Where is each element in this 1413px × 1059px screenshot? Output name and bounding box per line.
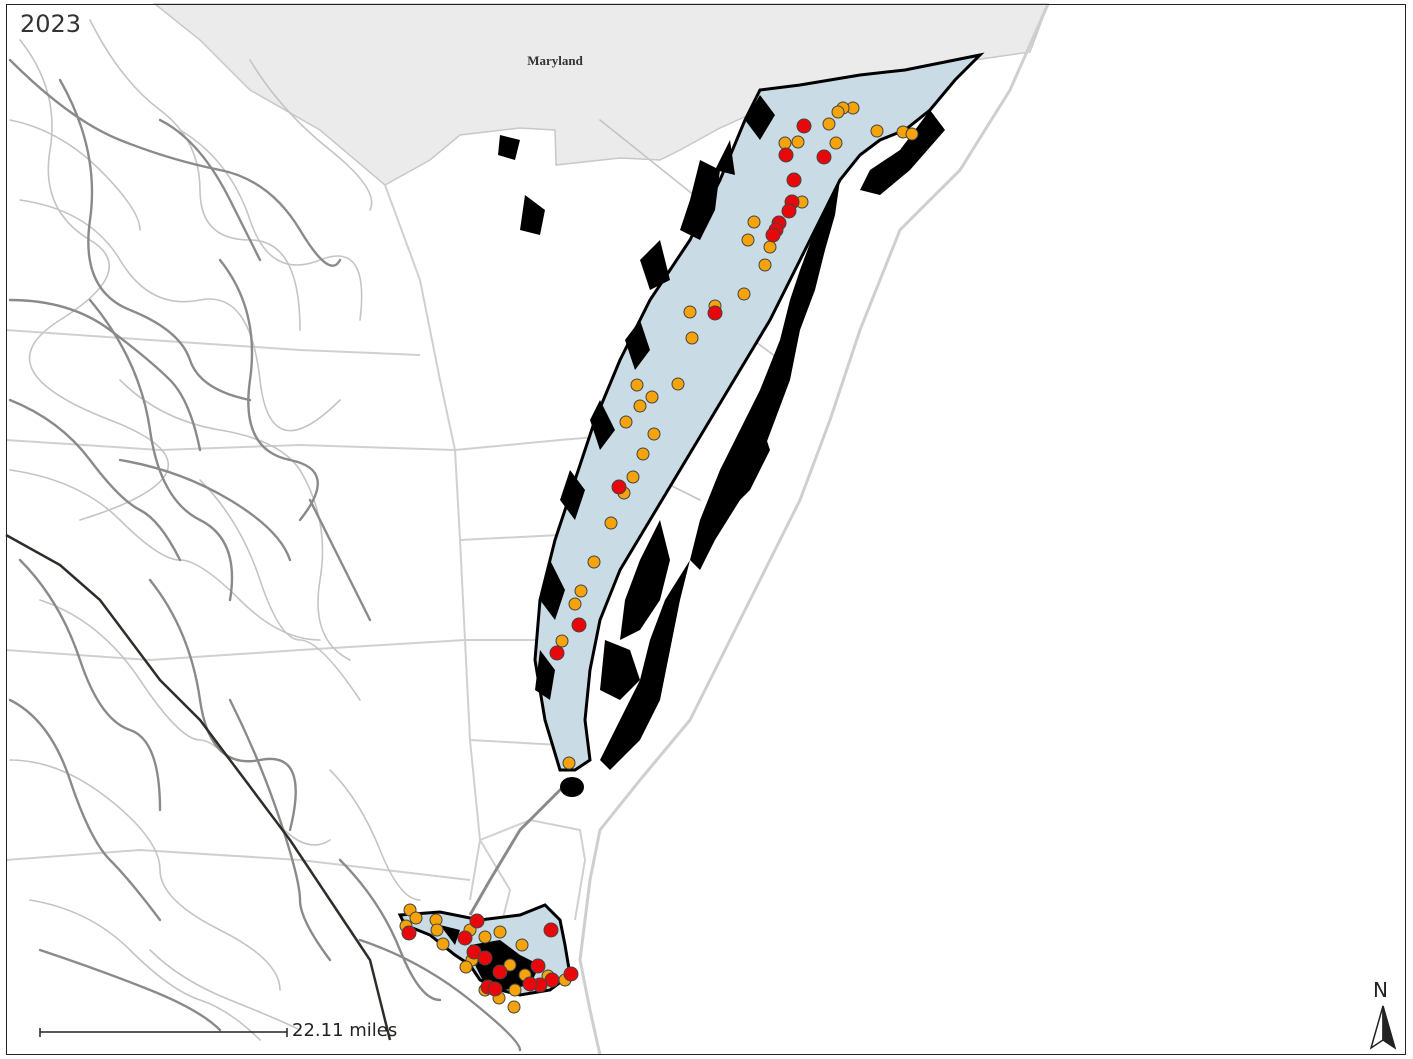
major-roads [8,58,522,1052]
bridge-tunnel [468,783,567,916]
north-arrow-icon [1369,1005,1397,1050]
maryland-label: Maryland [527,53,583,68]
scale-label: 22.11 miles [292,1020,398,1041]
observation-points[interactable] [399,101,919,1014]
year-label: 2023 [20,10,82,38]
coastline [578,3,1050,1056]
railroad [5,533,392,1041]
north-label: N [1373,978,1388,1002]
marsh-areas [498,95,945,797]
county-lines [5,184,621,931]
scale-bar [39,1028,288,1037]
